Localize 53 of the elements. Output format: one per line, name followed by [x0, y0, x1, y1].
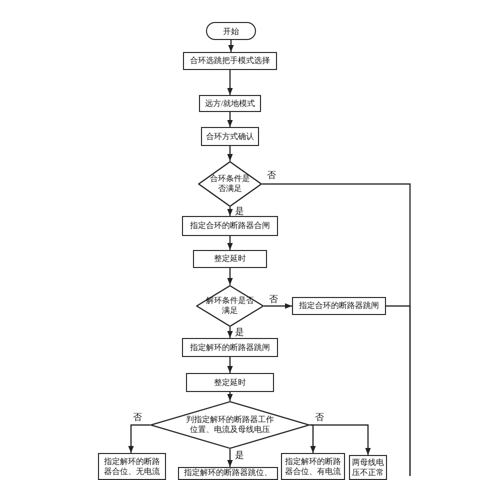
box-text: 指定解环的断路器跳位、 [183, 468, 273, 478]
arrow [310, 424, 371, 455]
arrow [227, 268, 233, 285]
box-text: 两母线电压不正常 [351, 458, 385, 478]
box-text: 整定延时 [214, 254, 246, 264]
arrow [227, 392, 233, 401]
process-box [199, 95, 261, 112]
decision-text: 判指定解环的断路器工作位置、电流及母线电压 [185, 415, 275, 435]
arrow [264, 303, 292, 309]
arrow [227, 70, 233, 95]
arrow [227, 327, 233, 338]
arrow [310, 424, 316, 453]
process-box [193, 250, 267, 268]
process-box [186, 373, 274, 392]
process-box [178, 467, 278, 480]
process-box [98, 453, 166, 480]
box-text: 指定解环的断路器合位、无电流 [103, 456, 161, 476]
box-text: 合环方式确认 [206, 132, 254, 142]
arrow [128, 424, 150, 453]
process-box [182, 338, 278, 357]
box-text: 指定解环的断路器跳闸 [190, 342, 270, 352]
arrow [227, 146, 233, 161]
arrow [227, 449, 233, 467]
start-terminal [206, 22, 256, 40]
decision-diamond [196, 285, 264, 327]
process-box [201, 127, 259, 146]
arrow [228, 40, 234, 52]
arrow [227, 357, 233, 373]
box-text: 合环选跳把手模式选择 [190, 56, 270, 66]
decision-text: 合环条件是否满足 [209, 174, 251, 194]
box-text: 整定延时 [214, 378, 246, 388]
decision-diamond [198, 161, 262, 207]
edge-label: 否 [268, 294, 279, 304]
box-text: 指定合环的断路器跳闸 [299, 301, 379, 311]
arrow [227, 236, 233, 250]
connector-line [386, 305, 411, 476]
edge-label: 是 [234, 450, 245, 460]
edge-label: 否 [132, 412, 143, 422]
decision-diamond [150, 401, 310, 449]
edge-label: 否 [266, 170, 277, 180]
box-text: 开始 [223, 26, 239, 36]
box-text: 指定解环的断路器合位、有电流 [284, 456, 342, 476]
edge-label: 否 [314, 412, 325, 422]
process-box [183, 52, 277, 70]
edge-label: 是 [234, 206, 245, 216]
edge-label: 是 [234, 327, 245, 337]
process-box [292, 297, 386, 315]
decision-text: 解环条件是否满足 [205, 296, 255, 316]
box-text: 指定合环的断路器合闸 [190, 221, 270, 231]
arrow [227, 207, 233, 216]
process-box [182, 216, 278, 236]
box-text: 远方/就地模式 [204, 98, 256, 108]
arrow [227, 112, 233, 127]
